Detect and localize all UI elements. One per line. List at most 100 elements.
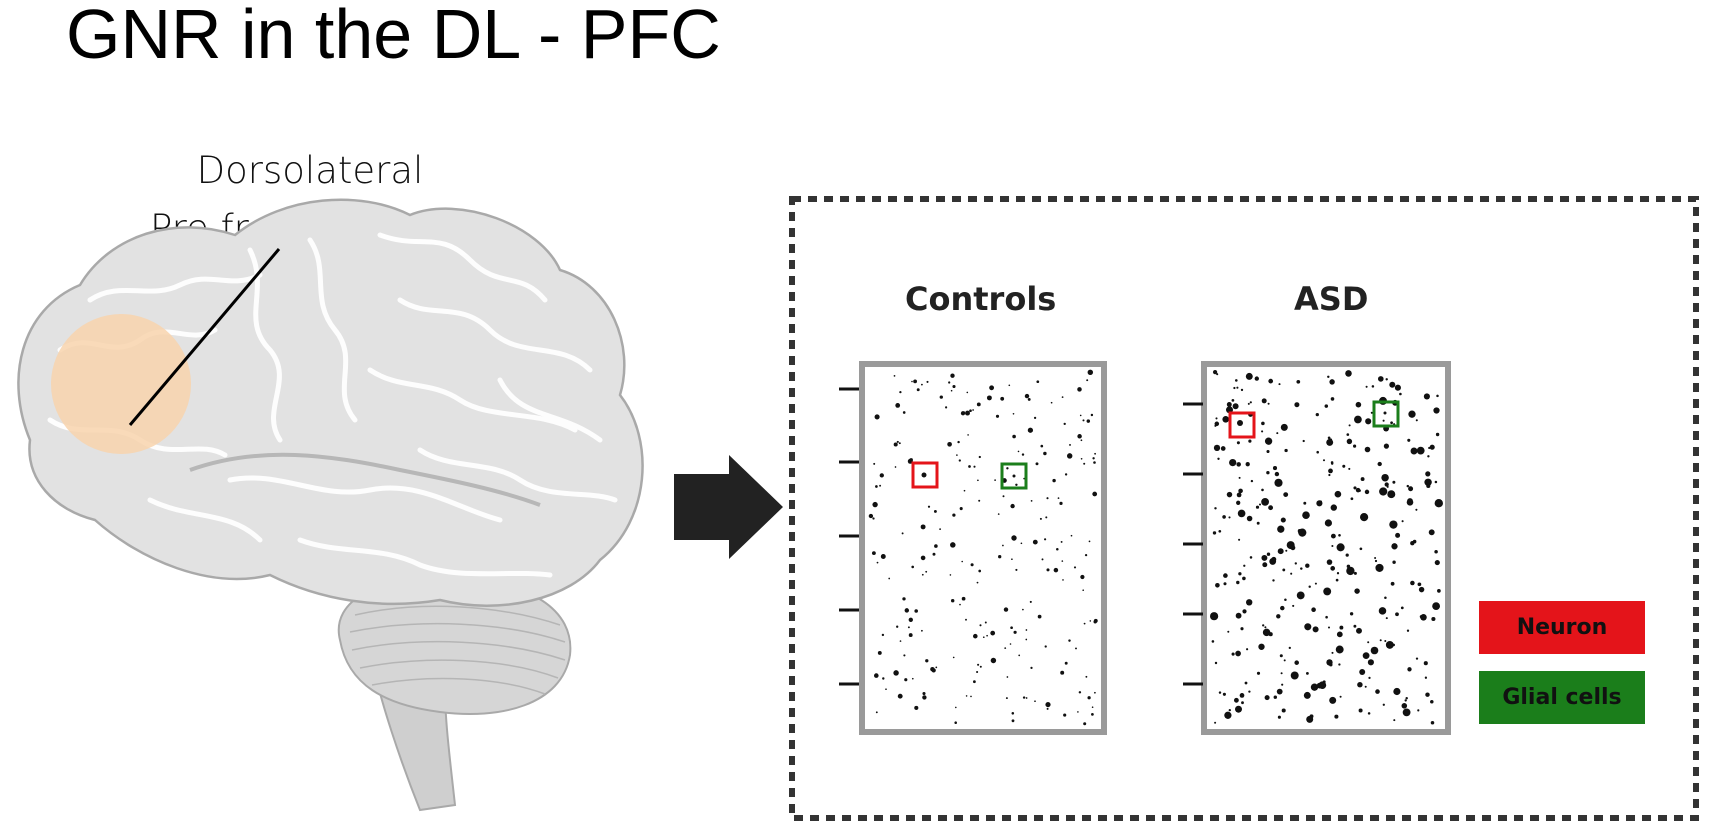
cell-dot — [1035, 462, 1039, 466]
cell-dot — [1325, 615, 1328, 619]
cell-dot — [1364, 489, 1370, 495]
cell-dot — [1374, 559, 1378, 563]
cell-dot — [1222, 692, 1226, 696]
cell-dot — [950, 373, 955, 378]
cell-dot — [1217, 457, 1220, 460]
cell-dot — [1349, 612, 1354, 616]
cell-dot — [1238, 572, 1242, 576]
cell-dot — [1279, 654, 1283, 658]
cell-dot — [1218, 691, 1222, 694]
cell-dot — [1261, 554, 1268, 561]
cell-dot — [959, 507, 963, 511]
cell-dot — [1390, 421, 1393, 425]
cell-dot — [1212, 369, 1218, 375]
cell-dot — [1092, 491, 1098, 497]
cell-dot — [1244, 681, 1248, 685]
cell-dot — [1268, 505, 1274, 511]
asd-glia-marker — [1372, 400, 1400, 428]
cell-dot — [1264, 695, 1270, 701]
cell-dot — [997, 513, 1000, 515]
cell-dot — [1025, 629, 1028, 631]
cell-dot — [1027, 427, 1034, 433]
cell-dot — [978, 569, 982, 573]
cell-dot — [1277, 715, 1281, 719]
cell-dot — [950, 598, 955, 603]
cell-dot — [1240, 627, 1244, 631]
cell-dot — [1083, 462, 1086, 465]
cell-dot — [1407, 438, 1411, 442]
cell-dot — [1410, 447, 1418, 455]
cell-dot — [1436, 394, 1439, 398]
cell-dot — [1327, 436, 1331, 440]
cell-dot — [1303, 691, 1311, 699]
cell-dot — [1311, 607, 1316, 612]
cell-dot — [1078, 691, 1082, 694]
cell-dot — [1384, 596, 1387, 599]
cell-dot — [1335, 645, 1344, 654]
cell-dot — [1236, 492, 1242, 498]
cell-dot — [968, 465, 971, 468]
cell-dot — [1296, 591, 1305, 600]
cell-dot — [909, 458, 913, 462]
dlpfc-region-highlight — [51, 314, 191, 454]
cell-dot — [873, 462, 876, 465]
cell-dot — [1367, 641, 1370, 644]
cell-dot — [1238, 488, 1243, 494]
cell-dot — [1370, 646, 1379, 655]
cell-dot — [1330, 504, 1337, 511]
cell-dot — [1360, 477, 1365, 482]
cell-dot — [1359, 547, 1363, 551]
cell-dot — [986, 634, 988, 637]
cell-dot — [1399, 392, 1402, 396]
cell-dot — [1357, 681, 1363, 688]
brain-illustration — [17, 198, 644, 812]
slide-title: GNR in the DL - PFC — [66, 0, 721, 73]
cell-dot — [970, 695, 972, 698]
cell-dot — [1339, 625, 1344, 630]
cell-dot — [1312, 626, 1319, 633]
cell-dot — [976, 581, 979, 584]
cell-dot — [1331, 651, 1334, 654]
cell-dot — [1437, 589, 1441, 593]
cell-dot — [966, 391, 969, 394]
cell-dot — [1288, 646, 1291, 650]
cell-dot — [1261, 498, 1269, 506]
cell-dot — [963, 489, 966, 492]
cell-dot — [989, 385, 995, 391]
cell-dot — [1284, 598, 1287, 601]
cell-dot — [1415, 657, 1419, 660]
cell-dot — [979, 624, 982, 627]
cell-dot — [1348, 467, 1351, 470]
cell-dot — [1434, 499, 1443, 508]
cell-dot — [1236, 580, 1240, 585]
cell-dot — [1214, 507, 1217, 510]
legend-glial-cells: Glial cells — [1479, 671, 1645, 724]
cell-dot — [895, 403, 901, 408]
cell-dot — [1392, 480, 1396, 484]
cell-dot — [1280, 423, 1288, 431]
cell-dot — [1273, 695, 1278, 699]
cell-dot — [1015, 568, 1018, 571]
cell-dot — [1010, 626, 1013, 630]
cell-dot — [1374, 557, 1377, 559]
cell-dot — [1233, 386, 1236, 390]
cell-dot — [1336, 543, 1345, 552]
cell-dot — [1226, 491, 1233, 498]
cell-dot — [1381, 488, 1384, 491]
cell-dot — [1085, 675, 1088, 678]
cell-dot — [899, 390, 902, 394]
controls-panel-ticks — [839, 387, 859, 686]
cell-dot — [972, 409, 974, 411]
cell-dot — [899, 640, 902, 642]
controls-panel-frame — [859, 361, 1107, 735]
cell-dot — [1308, 585, 1311, 588]
cell-dot — [1005, 697, 1008, 700]
cell-dot — [1408, 486, 1414, 492]
cell-dot — [1367, 659, 1374, 666]
cell-dot — [1258, 643, 1265, 650]
cell-dot — [1304, 623, 1312, 631]
cell-dot — [1423, 661, 1428, 666]
cell-dot — [908, 617, 913, 622]
cell-dot — [1213, 444, 1221, 452]
cell-dot — [1240, 511, 1243, 514]
